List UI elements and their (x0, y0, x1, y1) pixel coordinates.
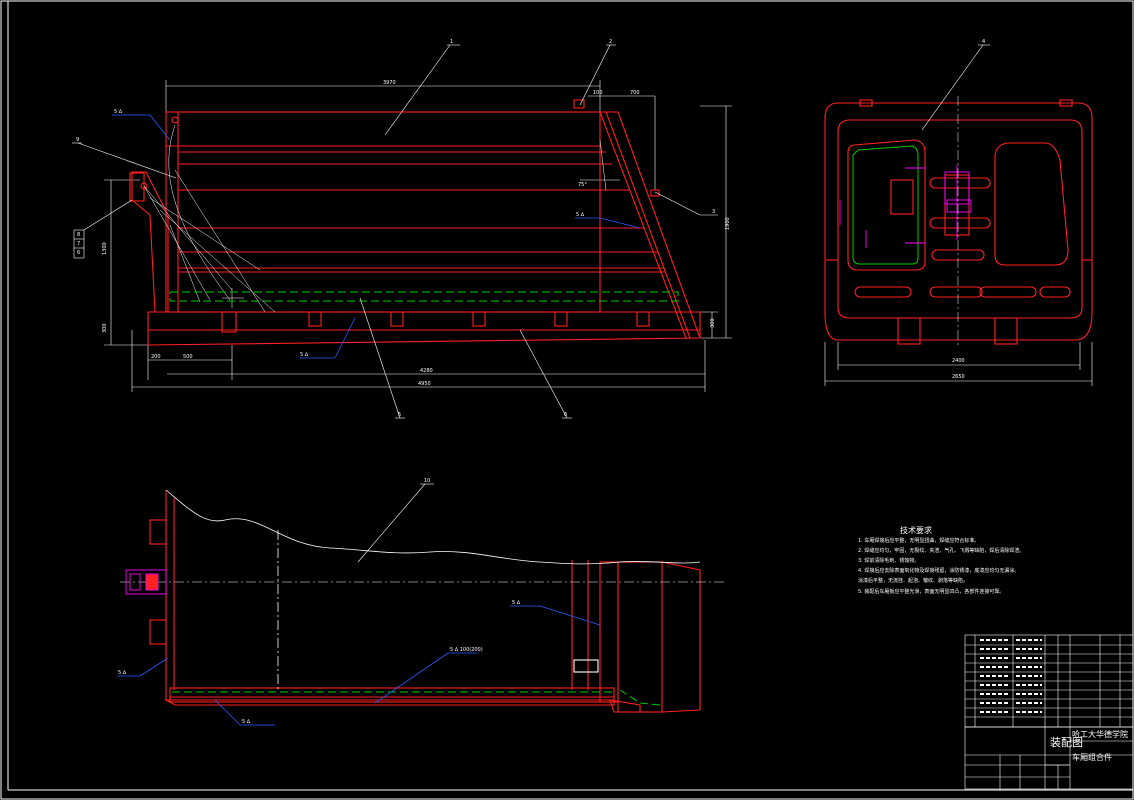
svg-text:75°: 75° (578, 182, 587, 188)
tech-line: 3. 焊前清除毛刺、锈蚀物。 (858, 557, 919, 564)
title-block-text: 装配图 哈工大华德学院 车厢组合件 (1050, 729, 1128, 762)
svg-text:5 ∆: 5 ∆ (512, 600, 521, 606)
tech-line: 1. 车厢焊接后应平整，无明显扭曲，焊缝应符合标准。 (858, 537, 979, 544)
svg-text:5 ∆ 100(200): 5 ∆ 100(200) (450, 647, 483, 653)
side-view-fittings (839, 165, 972, 248)
side-view: 2400 2650 4 (824, 39, 1093, 386)
svg-text:5 ∆: 5 ∆ (114, 109, 123, 115)
balloon-1: 1 (450, 39, 453, 45)
front-view-linkage (143, 124, 607, 313)
svg-text:2650: 2650 (952, 374, 965, 380)
tech-requirements-title: 技术要求 (900, 525, 932, 535)
top-view: 5 ∆ 5 ∆ 5 ∆ 100(200) 5 ∆ 10 (117, 478, 725, 726)
top-view-hidden (172, 689, 661, 706)
side-view-outline (824, 99, 1093, 345)
drawing-type: 装配图 (1050, 736, 1083, 749)
school-name: 哈工大华德学院 (1072, 729, 1128, 739)
svg-text:5 ∆: 5 ∆ (300, 352, 309, 358)
svg-text:100: 100 (593, 90, 603, 96)
balloon-8: 8 (77, 232, 80, 238)
part-name: 车厢组合件 (1072, 752, 1112, 762)
front-view: 3970 100 700 4280 4950 500 200 1300 1900… (72, 39, 732, 419)
svg-text:300: 300 (102, 323, 108, 333)
tech-line: 涂漆后平整，无流挂、起泡、皱纹、剥落等缺陷。 (858, 577, 968, 584)
svg-text:200: 200 (151, 354, 161, 360)
front-view-hidden (169, 291, 679, 302)
front-view-weld-symbols (112, 114, 641, 359)
balloon-3: 3 (712, 209, 715, 215)
tech-requirements: 技术要求 1. 车厢焊接后应平整，无明显扭曲，焊缝应符合标准。 2. 焊缝应均匀… (858, 525, 1024, 595)
top-view-weld-symbols (117, 605, 601, 726)
parts-list-cells (980, 639, 1042, 713)
parts-list (964, 634, 1134, 728)
balloon-9: 9 (76, 137, 79, 143)
side-view-dimensions (824, 44, 1093, 386)
front-view-dimensions (104, 80, 732, 392)
svg-text:5 ∆: 5 ∆ (242, 719, 251, 725)
balloon-4: 4 (982, 39, 985, 45)
balloon-6: 6 (564, 412, 567, 418)
top-view-hinge (125, 569, 167, 595)
balloon-2: 2 (609, 39, 612, 45)
balloon-10: 10 (424, 478, 430, 484)
svg-text:700: 700 (630, 90, 640, 96)
front-view-weld-text: 5 ∆ 5 ∆ 5 ∆ (114, 109, 585, 358)
svg-text:2400: 2400 (952, 358, 965, 364)
svg-text:4950: 4950 (418, 381, 431, 387)
side-view-hidden (852, 145, 919, 265)
svg-text:5 ∆: 5 ∆ (576, 212, 585, 218)
front-view-outline (129, 99, 701, 346)
balloon-7: 7 (77, 241, 80, 247)
balloon-5: 5 (398, 412, 401, 418)
tech-line: 4. 焊接后应去除表面氧化物及焊接残留，涂防锈漆，底漆应均匀无漏涂。 (858, 567, 1019, 574)
top-view-text: 5 ∆ 5 ∆ 5 ∆ 100(200) 5 ∆ (118, 600, 521, 725)
top-view-leaders (357, 483, 434, 563)
svg-text:4280: 4280 (420, 368, 433, 374)
front-view-dim-text: 3970 100 700 4280 4950 500 200 1300 1900… (102, 80, 731, 387)
tech-line: 5. 装配后车厢板应平整光滑，表面无明显凹凸，各部件连接可靠。 (858, 588, 1004, 595)
balloon-6-stack: 6 (77, 250, 80, 256)
front-view-leaders (72, 44, 718, 419)
svg-text:3970: 3970 (383, 80, 396, 86)
top-view-outline (149, 490, 701, 713)
svg-text:1900: 1900 (725, 217, 731, 230)
svg-text:500: 500 (183, 354, 193, 360)
side-view-text: 2400 2650 4 (952, 39, 985, 380)
top-view-break-line (165, 489, 701, 690)
svg-text:300: 300 (710, 318, 716, 328)
svg-text:1300: 1300 (102, 242, 108, 255)
tech-line: 2. 焊缝应均匀，牢固，无裂纹、夹渣、气孔、飞溅等缺陷，焊后清除焊渣。 (858, 547, 1024, 554)
title-block (964, 726, 1134, 790)
front-view-balloon-text: 1 2 3 5 6 9 8 7 6 (76, 39, 715, 418)
svg-text:5 ∆: 5 ∆ (118, 670, 127, 676)
